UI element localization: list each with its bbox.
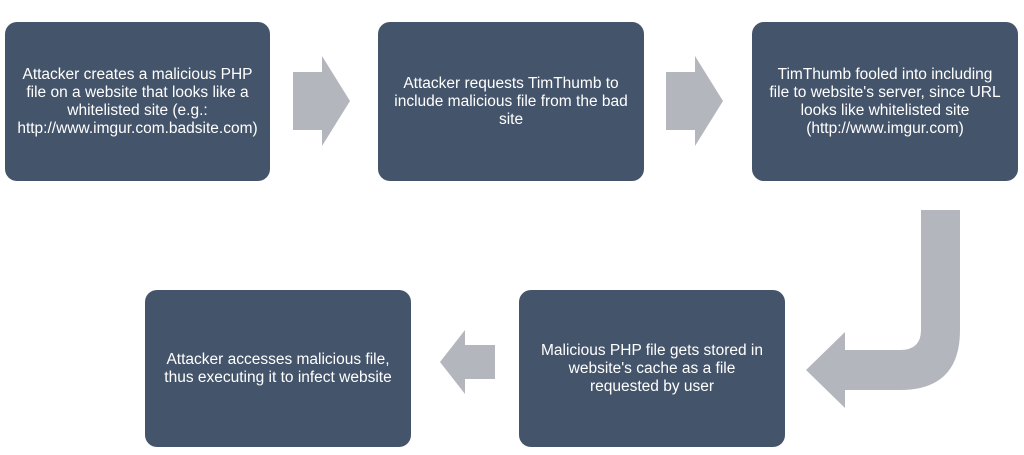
arrow-right-icon [666,56,723,146]
step-2-text: Attacker requests TimThumb to include ma… [394,74,628,128]
bent-arrow-icon [806,210,960,408]
step-3-text: TimThumb fooled into including file to w… [769,65,1001,137]
arrow-right-icon [293,56,350,146]
step-1-box: Attacker creates a malicious PHP file on… [5,22,270,181]
step-1-text: Attacker creates a malicious PHP file on… [17,65,258,137]
step-2-box: Attacker requests TimThumb to include ma… [378,22,644,181]
step-5-box: Attacker accesses malicious file, thus e… [145,290,411,447]
step-5-text: Attacker accesses malicious file, thus e… [164,350,392,386]
step-4-text: Malicious PHP file gets stored in websit… [541,341,763,395]
step-4-box: Malicious PHP file gets stored in websit… [519,290,785,447]
arrow-left-icon [440,330,495,394]
step-3-box: TimThumb fooled into including file to w… [752,22,1018,181]
